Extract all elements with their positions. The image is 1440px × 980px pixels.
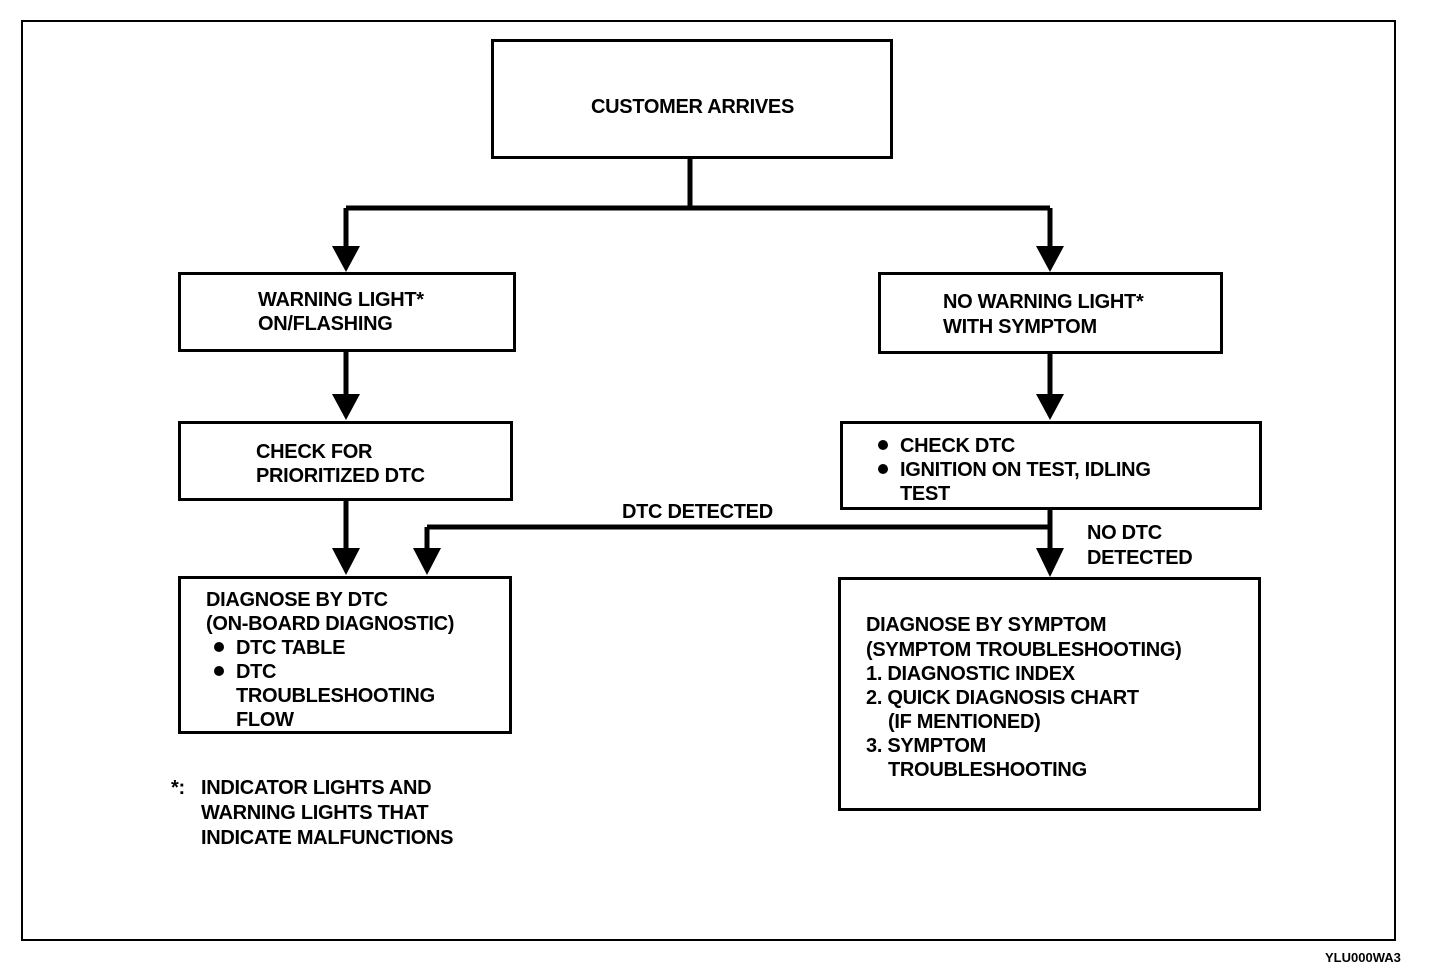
arrowhead-to-diagnose-dtc-right: [413, 548, 441, 575]
node-no-warning-light: NO WARNING LIGHT* WITH SYMPTOM: [878, 272, 1223, 354]
arrowhead-to-diagnose-dtc-left: [332, 548, 360, 575]
node-check-dtc-item1: CHECK DTC: [878, 434, 1015, 458]
arrowhead-to-check-dtc: [1036, 394, 1064, 420]
node-diagnose-dtc-item2-line3: FLOW: [236, 709, 294, 731]
footnote-line3: INDICATE MALFUNCTIONS: [201, 827, 454, 849]
node-diagnose-symptom-line2: (SYMPTOM TROUBLESHOOTING): [866, 639, 1182, 661]
node-diagnose-symptom-item2-cont: (IF MENTIONED): [888, 711, 1041, 733]
node-diagnose-dtc-item2: DTC: [214, 660, 277, 684]
edge-label-dtc-detected: DTC DETECTED: [622, 501, 773, 523]
arrowhead-to-check-prioritized: [332, 394, 360, 420]
node-check-dtc: CHECK DTC IGNITION ON TEST, IDLING TEST: [840, 421, 1262, 510]
node-check-dtc-item2-cont: TEST: [900, 483, 950, 505]
bullet-icon: [878, 439, 888, 450]
arrowhead-to-diagnose-symptom: [1036, 548, 1064, 577]
node-check-prioritized-line2: PRIORITIZED DTC: [256, 465, 425, 487]
bullet-icon: [214, 641, 224, 652]
edge-label-no-dtc-line2: DETECTED: [1087, 547, 1193, 569]
arrowhead-to-warning: [332, 246, 360, 272]
node-check-dtc-item1-text: CHECK DTC: [900, 435, 1016, 457]
node-customer-arrives: CUSTOMER ARRIVES: [491, 39, 893, 159]
node-check-dtc-item2: IGNITION ON TEST, IDLING: [878, 458, 1151, 482]
footnote-line1: INDICATOR LIGHTS AND: [201, 777, 432, 799]
footnote-marker: *:: [171, 777, 185, 799]
node-diagnose-dtc-line1: DIAGNOSE BY DTC: [206, 589, 388, 611]
node-no-warning-light-line1: NO WARNING LIGHT*: [943, 291, 1144, 313]
node-diagnose-symptom-item3-cont: TROUBLESHOOTING: [888, 759, 1087, 781]
node-warning-light: WARNING LIGHT* ON/FLASHING: [178, 272, 516, 352]
node-diagnose-symptom-item1: 1. DIAGNOSTIC INDEX: [866, 663, 1075, 685]
node-no-warning-light-line2: WITH SYMPTOM: [943, 316, 1097, 338]
edge-label-no-dtc-line1: NO DTC: [1087, 522, 1162, 544]
bullet-icon: [214, 665, 224, 676]
outer-frame: [21, 20, 1396, 941]
node-check-prioritized-dtc: CHECK FOR PRIORITIZED DTC: [178, 421, 513, 501]
bullet-icon: [878, 463, 888, 474]
node-warning-light-line1: WARNING LIGHT*: [258, 289, 424, 311]
node-check-prioritized-line1: CHECK FOR: [256, 441, 373, 463]
node-diagnose-dtc-line2: (ON-BOARD DIAGNOSTIC): [206, 613, 455, 635]
node-diagnose-symptom-line1: DIAGNOSE BY SYMPTOM: [866, 614, 1107, 636]
arrowhead-to-no-warning: [1036, 246, 1064, 272]
node-customer-arrives-label: CUSTOMER ARRIVES: [591, 96, 795, 118]
node-diagnose-symptom-item3: 3. SYMPTOM: [866, 735, 986, 757]
node-warning-light-line2: ON/FLASHING: [258, 313, 393, 335]
figure-code: YLU000WA3: [1325, 950, 1401, 965]
node-diagnose-dtc-item2-text: DTC: [236, 661, 277, 683]
node-diagnose-by-symptom: DIAGNOSE BY SYMPTOM (SYMPTOM TROUBLESHOO…: [838, 577, 1261, 811]
node-diagnose-symptom-item2: 2. QUICK DIAGNOSIS CHART: [866, 687, 1139, 709]
node-diagnose-dtc-item1-text: DTC TABLE: [236, 637, 346, 659]
node-diagnose-by-dtc: DIAGNOSE BY DTC (ON-BOARD DIAGNOSTIC) DT…: [178, 576, 512, 734]
node-diagnose-dtc-item1: DTC TABLE: [214, 636, 345, 660]
node-check-dtc-item2-text: IGNITION ON TEST, IDLING: [900, 459, 1151, 481]
node-diagnose-dtc-item2-line2: TROUBLESHOOTING: [236, 685, 435, 707]
footnote-line2: WARNING LIGHTS THAT: [201, 802, 429, 824]
